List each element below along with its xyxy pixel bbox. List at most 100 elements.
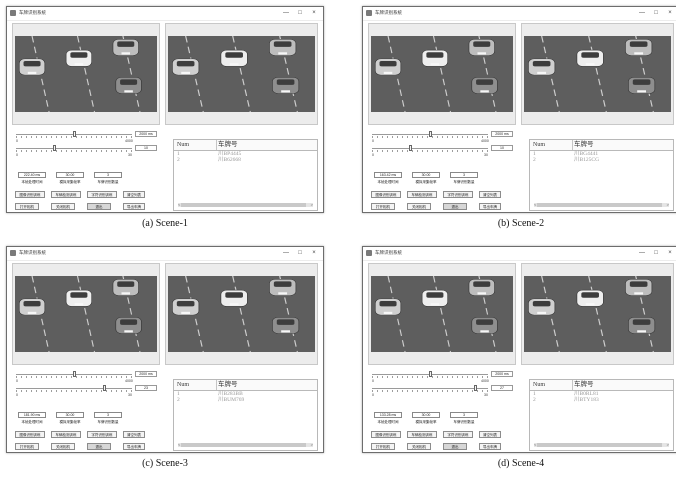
clear-list-button[interactable]: 清空列表: [479, 431, 501, 438]
scrollbar-thumb[interactable]: [181, 203, 306, 207]
close-camera-button[interactable]: 关闭相机: [407, 203, 431, 210]
plate-list[interactable]: Num 车牌号 1 川B283BB 2 川BUM769 < >: [173, 379, 318, 451]
slider-thumb[interactable]: [103, 385, 106, 391]
title-bar[interactable]: 车牌识别系统 — □ ×: [363, 7, 676, 21]
minimize-button[interactable]: —: [283, 10, 289, 16]
title-bar[interactable]: 车牌识别系统 — □ ×: [7, 7, 323, 21]
char-recognition-train-button[interactable]: 字符识别训练: [443, 431, 473, 438]
close-camera-button[interactable]: 关闭相机: [51, 203, 75, 210]
image-recognition-train-button[interactable]: 图像识别训练: [371, 431, 401, 438]
list-item[interactable]: 2 川BUM769: [174, 397, 317, 403]
threshold-slider[interactable]: [372, 145, 488, 152]
list-item[interactable]: 2 川B62668: [174, 157, 317, 163]
exit-button[interactable]: 退出: [87, 203, 111, 210]
exit-button[interactable]: 退出: [87, 443, 111, 450]
export-plates-button[interactable]: 导出车牌: [479, 443, 501, 450]
threshold-slider[interactable]: [16, 385, 132, 392]
slider-thumb[interactable]: [409, 145, 413, 151]
column-header-plate[interactable]: 车牌号: [574, 141, 594, 148]
open-camera-button[interactable]: 打开相机: [15, 443, 39, 450]
export-plates-button[interactable]: 导出车牌: [479, 203, 501, 210]
column-header-num[interactable]: Num: [533, 382, 545, 388]
open-camera-button[interactable]: 打开相机: [371, 203, 395, 210]
scroll-right-icon[interactable]: >: [666, 202, 669, 207]
scrollbar-thumb[interactable]: [181, 443, 306, 447]
close-camera-button[interactable]: 关闭相机: [407, 443, 431, 450]
column-header-num[interactable]: Num: [177, 382, 189, 388]
list-item[interactable]: 2 川B125CG: [530, 157, 673, 163]
open-camera-button[interactable]: 打开相机: [371, 443, 395, 450]
list-item[interactable]: 1 川B0RL81: [530, 391, 673, 397]
column-header-plate[interactable]: 车牌号: [218, 381, 238, 388]
scroll-left-icon[interactable]: <: [178, 442, 181, 447]
horizontal-scrollbar[interactable]: < >: [534, 442, 669, 447]
minimize-button[interactable]: —: [283, 250, 289, 256]
list-item[interactable]: 1 川B283BB: [174, 391, 317, 397]
column-header-plate[interactable]: 车牌号: [218, 141, 238, 148]
close-camera-button[interactable]: 关闭相机: [51, 443, 75, 450]
char-recognition-train-button[interactable]: 字符识别训练: [87, 431, 117, 438]
threshold-slider[interactable]: [372, 385, 488, 392]
clear-list-button[interactable]: 清空列表: [123, 431, 145, 438]
scroll-left-icon[interactable]: <: [178, 202, 181, 207]
close-button[interactable]: ×: [668, 250, 672, 256]
close-button[interactable]: ×: [312, 10, 316, 16]
threshold-slider[interactable]: [16, 145, 132, 152]
column-header-num[interactable]: Num: [533, 142, 545, 148]
plate-list[interactable]: Num 车牌号 1 川BP4445 2 川B62668 < >: [173, 139, 318, 211]
slider-thumb[interactable]: [72, 131, 76, 137]
column-header-plate[interactable]: 车牌号: [574, 381, 594, 388]
slider-thumb[interactable]: [428, 131, 432, 137]
slider-thumb[interactable]: [473, 385, 477, 391]
column-header-num[interactable]: Num: [177, 142, 189, 148]
minimize-button[interactable]: —: [639, 250, 645, 256]
vehicle-detection-train-button[interactable]: 车辆检测训练: [407, 191, 437, 198]
plate-list[interactable]: Num 车牌号 1 川BG4441 2 川B125CG < >: [529, 139, 674, 211]
clear-list-button[interactable]: 清空列表: [123, 191, 145, 198]
maximize-button[interactable]: □: [298, 250, 302, 256]
scroll-right-icon[interactable]: >: [666, 442, 669, 447]
plate-list[interactable]: Num 车牌号 1 川B0RL81 2 川BTY183 < >: [529, 379, 674, 451]
export-plates-button[interactable]: 导出车牌: [123, 203, 145, 210]
title-bar[interactable]: 车牌识别系统 — □ ×: [7, 247, 323, 261]
image-recognition-train-button[interactable]: 图像识别训练: [15, 431, 45, 438]
interval-slider[interactable]: [372, 371, 488, 378]
scroll-right-icon[interactable]: >: [310, 202, 313, 207]
horizontal-scrollbar[interactable]: < >: [178, 202, 313, 207]
scroll-left-icon[interactable]: <: [534, 202, 537, 207]
clear-list-button[interactable]: 清空列表: [479, 191, 501, 198]
list-item[interactable]: 1 川BG4441: [530, 151, 673, 157]
exit-button[interactable]: 退出: [443, 443, 467, 450]
interval-slider[interactable]: [16, 371, 132, 378]
char-recognition-train-button[interactable]: 字符识别训练: [443, 191, 473, 198]
slider-thumb[interactable]: [53, 145, 57, 151]
interval-slider[interactable]: [372, 131, 488, 138]
title-bar[interactable]: 车牌识别系统 — □ ×: [363, 247, 676, 261]
scroll-left-icon[interactable]: <: [534, 442, 537, 447]
minimize-button[interactable]: —: [639, 10, 645, 16]
horizontal-scrollbar[interactable]: < >: [534, 202, 669, 207]
maximize-button[interactable]: □: [654, 250, 658, 256]
image-recognition-train-button[interactable]: 图像识别训练: [371, 191, 401, 198]
slider-thumb[interactable]: [428, 371, 432, 377]
scrollbar-thumb[interactable]: [537, 203, 662, 207]
scroll-right-icon[interactable]: >: [310, 442, 313, 447]
horizontal-scrollbar[interactable]: < >: [178, 442, 313, 447]
list-item[interactable]: 2 川BTY183: [530, 397, 673, 403]
exit-button[interactable]: 退出: [443, 203, 467, 210]
vehicle-detection-train-button[interactable]: 车辆检测训练: [51, 431, 81, 438]
maximize-button[interactable]: □: [654, 10, 658, 16]
maximize-button[interactable]: □: [298, 10, 302, 16]
close-button[interactable]: ×: [312, 250, 316, 256]
list-item[interactable]: 1 川BP4445: [174, 151, 317, 157]
image-recognition-train-button[interactable]: 图像识别训练: [15, 191, 45, 198]
vehicle-detection-train-button[interactable]: 车辆检测训练: [51, 191, 81, 198]
interval-slider[interactable]: [16, 131, 132, 138]
scrollbar-thumb[interactable]: [537, 443, 662, 447]
open-camera-button[interactable]: 打开相机: [15, 203, 39, 210]
char-recognition-train-button[interactable]: 字符识别训练: [87, 191, 117, 198]
slider-thumb[interactable]: [72, 371, 76, 377]
close-button[interactable]: ×: [668, 10, 672, 16]
export-plates-button[interactable]: 导出车牌: [123, 443, 145, 450]
vehicle-detection-train-button[interactable]: 车辆检测训练: [407, 431, 437, 438]
